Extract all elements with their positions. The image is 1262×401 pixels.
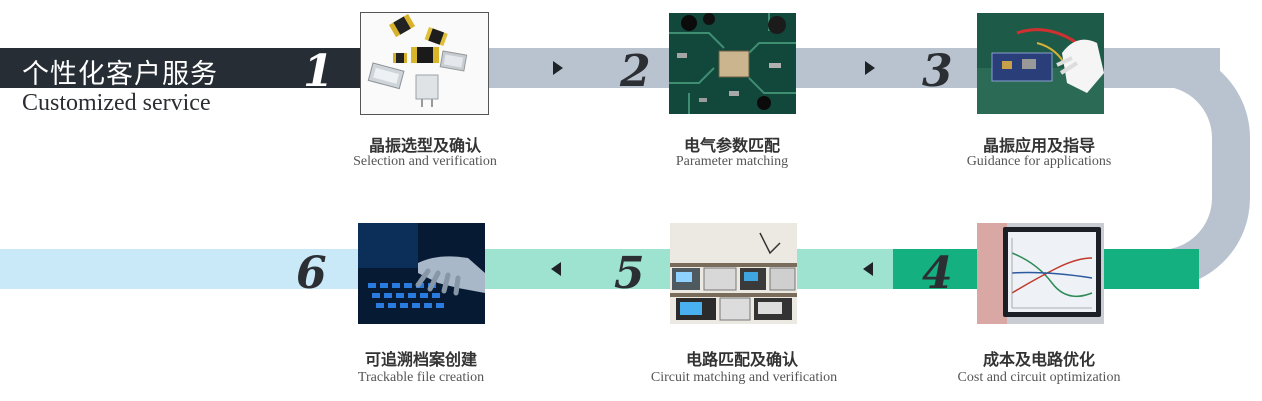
step-4-title-zh: 成本及电路优化 bbox=[982, 350, 1095, 369]
step-number-4: 4 bbox=[922, 248, 953, 299]
step-3-image bbox=[977, 13, 1104, 114]
service-title-zh: 个性化客户服务 bbox=[22, 59, 218, 90]
step-4-image bbox=[977, 223, 1104, 324]
step-3-title-zh: 晶振应用及指导 bbox=[982, 136, 1095, 155]
bottom-lightblue-band bbox=[0, 249, 360, 289]
step-2-title-zh: 电气参数匹配 bbox=[683, 136, 780, 155]
step-1-title-zh: 晶振选型及确认 bbox=[368, 136, 481, 155]
step-1-image bbox=[360, 12, 489, 115]
step-3-title-en: Guidance for applications bbox=[966, 154, 1112, 169]
header-dark-band bbox=[0, 48, 360, 88]
arrow-right-icon bbox=[553, 61, 563, 75]
step-number-6: 6 bbox=[296, 248, 327, 299]
step-6-title-en: Trackable file creation bbox=[357, 370, 485, 385]
step-1-title-en: Selection and verification bbox=[353, 154, 497, 169]
step-6-image bbox=[358, 223, 485, 324]
step-4-title-en: Cost and circuit optimization bbox=[957, 370, 1121, 385]
arrow-right-icon bbox=[865, 61, 875, 75]
step-number-2: 2 bbox=[620, 46, 651, 97]
step-number-3: 3 bbox=[922, 46, 953, 97]
step-2-title-en: Parameter matching bbox=[675, 154, 789, 169]
step-2-image bbox=[669, 13, 796, 114]
step-5-title-en: Circuit matching and verification bbox=[650, 370, 838, 385]
step-5-title-zh: 电路匹配及确认 bbox=[685, 350, 798, 369]
step-number-1: 1 bbox=[303, 46, 334, 97]
arrow-left-icon bbox=[551, 262, 561, 276]
service-title-en: Customized service bbox=[22, 90, 211, 116]
step-6-title-zh: 可追溯档案创建 bbox=[364, 350, 477, 369]
step-number-5: 5 bbox=[614, 248, 645, 299]
arrow-left-icon bbox=[863, 262, 873, 276]
step-5-image bbox=[670, 223, 797, 324]
